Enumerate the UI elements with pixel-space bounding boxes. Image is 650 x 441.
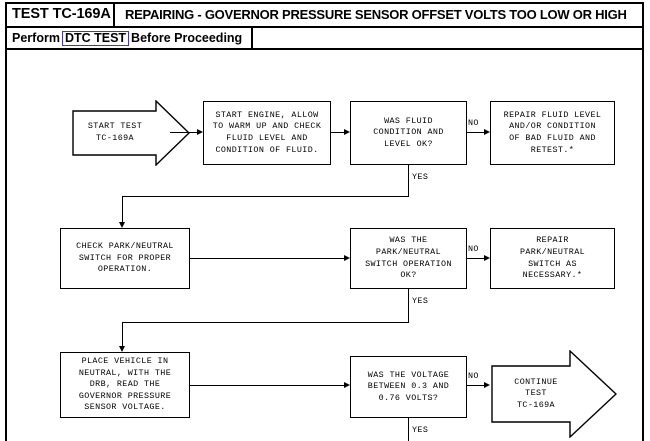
edge-yes-2-across	[122, 322, 409, 323]
edge-pn-ok-no	[467, 258, 487, 259]
edge-label-no-3: NO	[468, 371, 479, 381]
header-row-title: TEST TC-169A REPAIRING - GOVERNOR PRESSU…	[5, 2, 644, 28]
edge-start-engine-to-fluid-ok	[331, 132, 347, 133]
dtc-test-link[interactable]: DTC TEST	[61, 30, 130, 46]
node-start: START TEST TC-169A	[72, 100, 190, 166]
node-voltage-ok: WAS THE VOLTAGE BETWEEN 0.3 AND 0.76 VOL…	[350, 356, 467, 418]
edge-arrowhead	[344, 128, 350, 135]
node-fluid-ok: WAS FLUID CONDITION AND LEVEL OK?	[350, 101, 467, 165]
header-divider	[253, 48, 644, 50]
edge-arrowhead	[197, 128, 203, 135]
arrow-shape-start	[72, 100, 190, 166]
node-pn-ok: WAS THE PARK/NEUTRAL SWITCH OPERATION OK…	[350, 228, 467, 289]
header-row-subtitle: Perform DTC TEST Before Proceeding	[5, 28, 253, 50]
node-continue: CONTINUE TEST TC-169A	[491, 350, 617, 438]
edge-check-pn-to-pn-ok	[190, 258, 347, 259]
edge-fluid-ok-no	[467, 132, 487, 133]
edge-yes-1-drop	[122, 196, 123, 224]
node-repair-pn: REPAIR PARK/NEUTRAL SWITCH AS NECESSARY.…	[490, 228, 615, 289]
page-frame	[5, 2, 644, 441]
edge-label-no-1: NO	[468, 118, 479, 128]
edge-label-yes-1: YES	[412, 172, 429, 182]
node-place-neutral: PLACE VEHICLE IN NEUTRAL, WITH THE DRB, …	[60, 352, 190, 418]
node-repair-fluid: REPAIR FLUID LEVEL AND/OR CONDITION OF B…	[490, 101, 615, 165]
edge-arrowhead	[484, 381, 490, 388]
edge-yes-3-down	[408, 418, 409, 441]
edge-arrowhead	[344, 381, 350, 388]
edge-yes-1-down	[408, 165, 409, 196]
subtitle-suffix: Before Proceeding	[131, 31, 243, 45]
edge-start-to-start-engine	[170, 132, 199, 133]
subtitle-prefix: Perform	[12, 31, 60, 45]
page-title: REPAIRING - GOVERNOR PRESSURE SENSOR OFF…	[125, 6, 627, 22]
node-start-label: START TEST TC-169A	[87, 121, 143, 143]
edge-yes-2-drop	[122, 322, 123, 348]
edge-voltage-ok-no	[467, 385, 487, 386]
edge-arrowhead	[118, 222, 125, 228]
edge-place-neutral-to-voltage-ok	[190, 385, 347, 386]
node-check-pn: CHECK PARK/NEUTRAL SWITCH FOR PROPER OPE…	[60, 228, 190, 289]
edge-arrowhead	[484, 254, 490, 261]
edge-arrowhead	[344, 254, 350, 261]
header-test-id: TEST TC-169A	[5, 2, 115, 26]
edge-arrowhead	[484, 128, 490, 135]
node-start-engine: START ENGINE, ALLOW TO WARM UP AND CHECK…	[203, 101, 331, 165]
edge-yes-1-across	[122, 196, 409, 197]
edge-label-yes-2: YES	[412, 296, 429, 306]
arrow-shape-continue	[491, 350, 617, 438]
edge-label-no-2: NO	[468, 244, 479, 254]
edge-label-yes-3: YES	[412, 425, 429, 435]
edge-arrowhead	[118, 346, 125, 352]
edge-yes-2-down	[408, 289, 409, 322]
node-continue-label: CONTINUE TEST TC-169A	[514, 376, 558, 410]
